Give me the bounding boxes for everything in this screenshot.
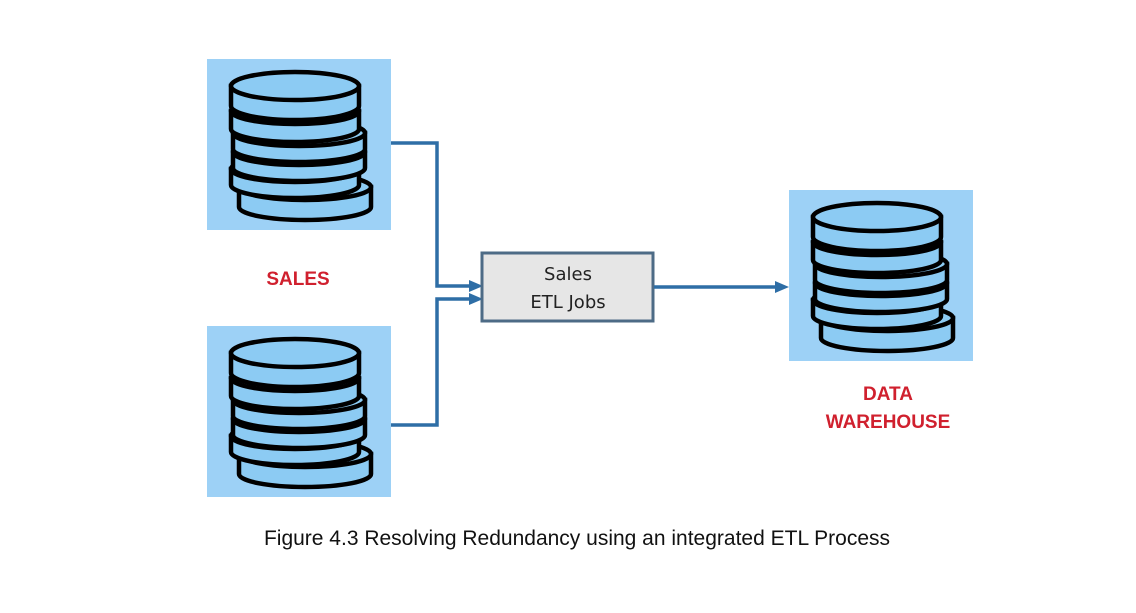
sales-label: SALES [266,269,329,290]
sales-database-icon [207,59,391,230]
etl-box-line2: ETL Jobs [530,292,605,313]
connector-etl-to-warehouse [654,281,789,293]
data-warehouse-label-line2: WAREHOUSE [826,412,951,433]
sales-etl-jobs-box: Sales ETL Jobs [480,251,655,323]
figure-caption: Figure 4.3 Resolving Redundancy using an… [264,527,890,550]
connector-sales-to-etl [391,141,483,292]
etl-box-line1: Sales [544,264,592,285]
data-warehouse-database-icon [789,190,973,361]
second-database-icon [207,326,391,497]
connector-second-to-etl [391,293,483,427]
data-warehouse-label-line1: DATA [863,384,913,405]
